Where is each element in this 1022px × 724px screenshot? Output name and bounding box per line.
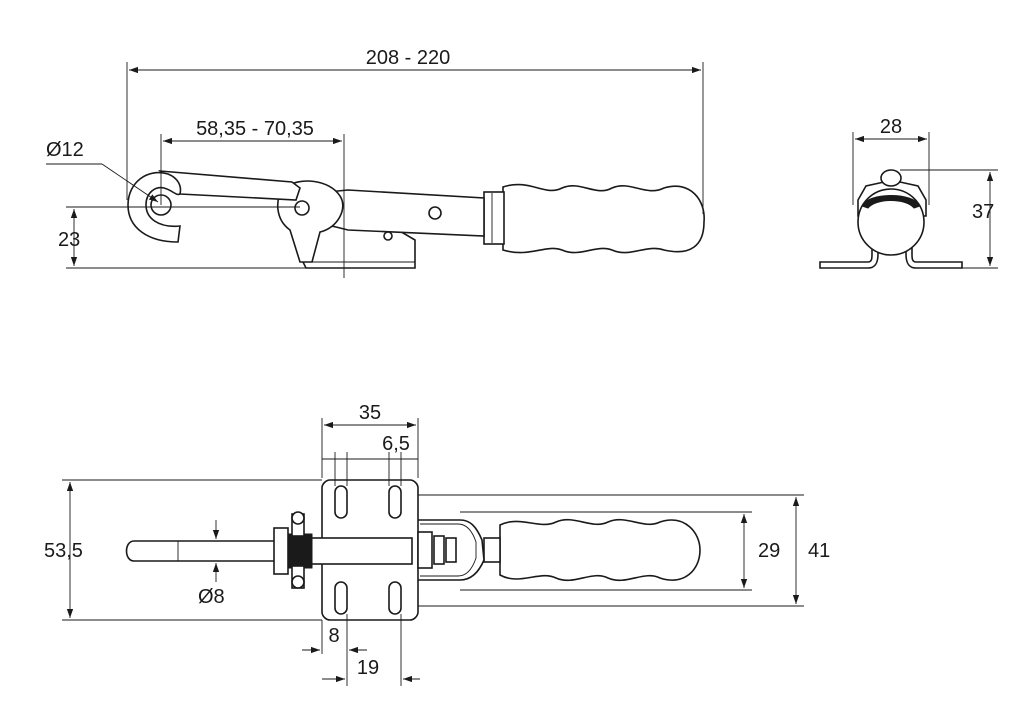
end-view-dimensions: 28 37: [852, 116, 998, 269]
dim-base-length: 35: [359, 402, 381, 424]
dim-hook-diameter: Ø12: [46, 139, 84, 161]
end-view: [819, 169, 963, 269]
dim-overall-length: 208 - 220: [366, 47, 451, 69]
slot-top-right: [388, 485, 402, 519]
dim-height-side: 23: [58, 229, 80, 251]
dim-hook-reach: 58,35 - 70,35: [196, 118, 314, 140]
pivot-link: [277, 180, 344, 263]
threaded-block: [287, 533, 313, 569]
arm-hole: [428, 206, 442, 220]
end-base-feet: [819, 233, 963, 269]
dim-rod-diameter: Ø8: [198, 586, 225, 608]
top-view-dimensions: 35 6,5 53,5 Ø8 8 19 29: [44, 402, 830, 686]
end-handle-circle: [857, 188, 925, 256]
slot-bottom-left: [334, 581, 348, 615]
side-view: [127, 170, 705, 269]
dim-handle-width: 29: [758, 540, 780, 562]
top-handle-grip: [499, 518, 701, 582]
dim-end-width: 28: [880, 116, 902, 138]
handle-grip: [502, 183, 705, 254]
slot-bottom-right: [388, 581, 402, 615]
pivot-pin: [294, 200, 310, 216]
dim-end-height: 37: [972, 201, 994, 223]
dim-slot-spacing: 19: [357, 657, 379, 679]
dim-slot-offset: 6,5: [382, 433, 410, 455]
slot-top-left: [334, 485, 348, 519]
dim-total-width: 53,5: [44, 540, 83, 562]
top-view: [125, 479, 701, 621]
handle-ferrule: [483, 191, 505, 245]
dim-base-width: 41: [808, 540, 830, 562]
top-rod: [125, 540, 281, 562]
hook-bar: [158, 170, 301, 201]
dim-slot-width: 8: [328, 625, 339, 647]
side-view-dimensions: 208 - 220 58,35 - 70,35 Ø12 23: [46, 47, 704, 278]
